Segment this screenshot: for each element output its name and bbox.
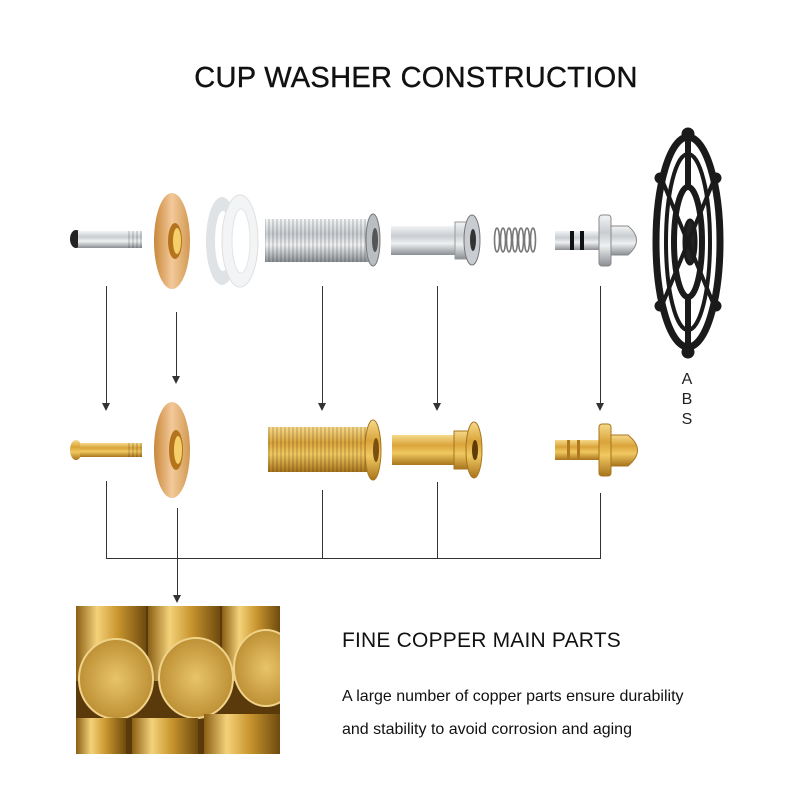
abs-handle-part <box>652 127 724 359</box>
chrome-sleeve-part <box>391 214 481 266</box>
connector-arrow-flange <box>176 312 177 378</box>
chrome-valve-core-part <box>555 214 637 267</box>
arrowhead-icon <box>318 403 326 411</box>
connector-arrow-stem <box>106 286 107 404</box>
brass-stem-part <box>70 440 142 460</box>
connector-arrow-to-copper <box>177 508 178 596</box>
arrowhead-icon <box>433 403 441 411</box>
chrome-threaded-body-part <box>265 213 381 267</box>
connector-arrow-sleeve <box>437 286 438 404</box>
copper-description-line-1: A large number of copper parts ensure du… <box>342 688 684 705</box>
white-washers-part <box>206 194 259 288</box>
arrowhead-icon <box>173 595 181 603</box>
brass-valve-core-part <box>555 423 638 477</box>
chrome-stem-part <box>70 230 142 248</box>
bus-drop-sleeve <box>437 482 438 558</box>
connector-arrow-valve-core <box>600 286 601 404</box>
abs-letter: B <box>681 391 693 408</box>
spring-part <box>493 227 537 253</box>
copper-description-line-2: and stability to avoid corrosion and agi… <box>342 721 632 738</box>
copper-rods-image <box>76 606 280 754</box>
abs-letter: S <box>681 411 693 428</box>
copper-section-heading: FINE COPPER MAIN PARTS <box>342 629 621 652</box>
brass-threaded-body-part <box>268 419 382 481</box>
brass-flange-part <box>154 193 190 289</box>
arrowhead-icon <box>172 376 180 384</box>
bus-drop-threaded-body <box>322 490 323 558</box>
abs-label: A B S <box>680 370 694 430</box>
bus-line <box>106 558 601 559</box>
page-title: CUP WASHER CONSTRUCTION <box>194 62 638 94</box>
abs-letter: A <box>681 371 693 388</box>
arrowhead-icon <box>102 403 110 411</box>
brass-sleeve-part <box>392 421 483 479</box>
bus-drop-stem <box>106 481 107 558</box>
brass-flange-part <box>154 402 190 498</box>
arrowhead-icon <box>596 403 604 411</box>
connector-arrow-threaded-body <box>322 286 323 404</box>
bus-drop-valve-core <box>600 493 601 558</box>
